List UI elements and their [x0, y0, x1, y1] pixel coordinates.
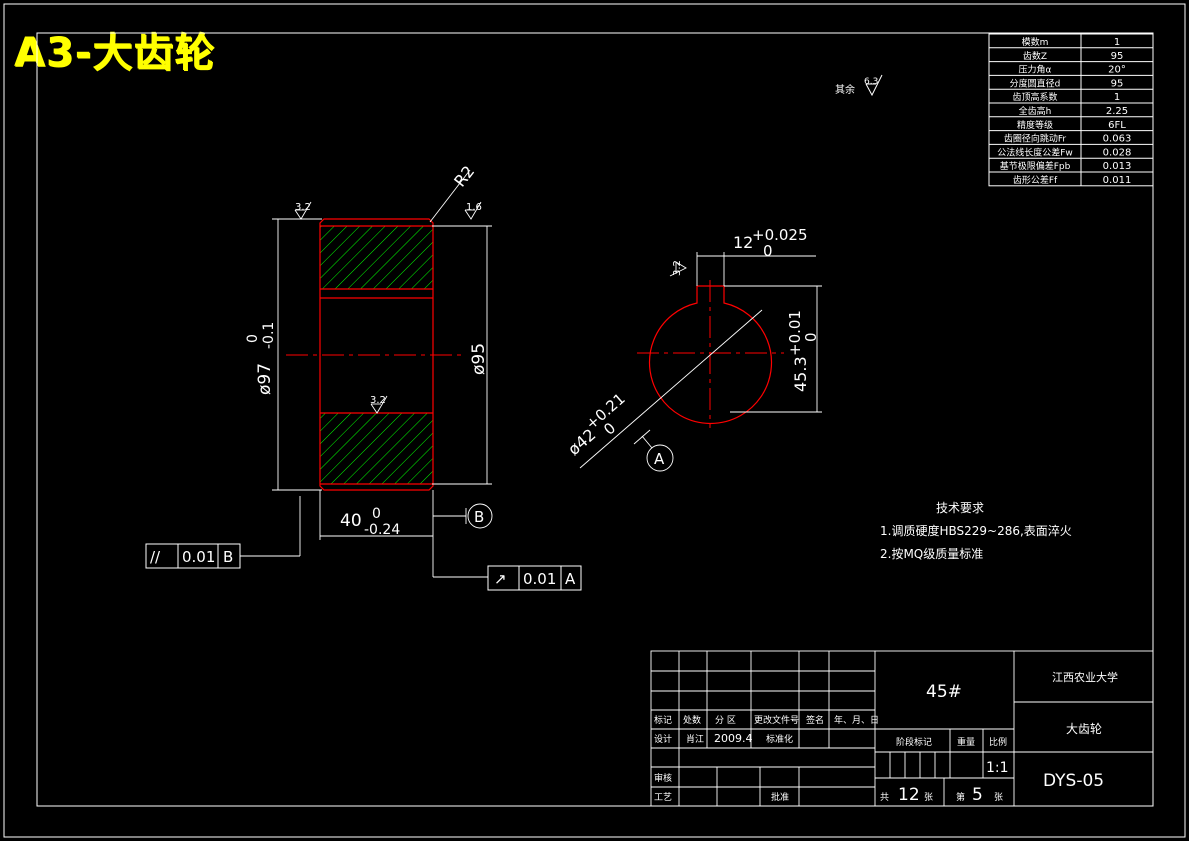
dim-width-tol-lower: -0.24	[364, 522, 400, 538]
param-value: 0.011	[1103, 175, 1132, 186]
svg-text:共: 共	[880, 792, 889, 803]
runout-icon: ↗	[494, 570, 507, 588]
param-label: 精度等级	[1017, 119, 1053, 131]
roughness-other-label: 其余	[835, 83, 855, 96]
roughness-face-left: 3.2	[295, 202, 311, 213]
tb-total-sheets: 12	[898, 785, 920, 805]
param-label: 齿数Z	[1023, 50, 1047, 62]
radius-label: R2	[450, 162, 478, 190]
tb-designer: 肖江	[686, 733, 704, 745]
tb-header: 签名	[806, 714, 824, 726]
svg-text:A: A	[565, 570, 576, 588]
svg-text:ø95: ø95	[469, 343, 489, 375]
svg-text:0: 0	[245, 334, 261, 343]
tb-drawing-no: DYS-05	[1043, 771, 1104, 791]
svg-text:ø97: ø97	[255, 363, 275, 395]
dim-outer-diameter: ø97 0 -0.1	[245, 322, 277, 395]
svg-text:张: 张	[924, 792, 933, 803]
dim-pitch-diameter: ø95	[469, 343, 489, 375]
svg-text:B: B	[223, 548, 233, 566]
param-label: 全齿高h	[1019, 105, 1052, 117]
roughness-other: 其余 6.3	[835, 74, 883, 97]
section-dims	[240, 169, 493, 578]
end-view: 12 +0.025 0 3.2 45.3 +0.01 0 ø42 +0.21 0…	[564, 226, 822, 472]
tb-header: 处数	[683, 714, 701, 726]
datum-a: A	[654, 450, 665, 468]
tb-process-label: 工艺	[654, 792, 672, 803]
param-label: 分度圆直径d	[1010, 77, 1061, 89]
tb-sheet-no: 5	[972, 785, 983, 805]
param-label: 齿形公差Ff	[1013, 174, 1058, 186]
svg-text:第: 第	[956, 791, 965, 803]
param-value: 0.013	[1103, 161, 1132, 172]
tb-header: 标记	[654, 714, 672, 726]
svg-text:张: 张	[994, 792, 1003, 803]
tb-part-name: 大齿轮	[1066, 722, 1102, 736]
param-label: 模数m	[1022, 36, 1049, 48]
tb-school: 江西农业大学	[1052, 670, 1118, 684]
param-value: 95	[1111, 51, 1124, 62]
roughness-other-value: 6.3	[864, 77, 878, 87]
inner-frame	[36, 32, 1154, 807]
dim-keyway-tol-lower: 0	[763, 242, 773, 260]
tb-header: 分 区	[715, 715, 736, 726]
roughness-face-right: 1.6	[466, 202, 482, 213]
param-value: 6FL	[1108, 120, 1126, 131]
technical-requirements: 技术要求 1.调质硬度HBS229~286,表面淬火 2.按MQ级质量标准	[880, 501, 1072, 561]
dim-depth: 45.3 +0.01 0	[786, 310, 820, 392]
dim-width: 40	[340, 511, 362, 531]
tb-stage-label: 阶段标记	[896, 736, 932, 748]
param-value: 0.028	[1103, 147, 1132, 158]
param-label: 公法线长度公差Fw	[997, 146, 1073, 158]
section-view: 3.2 1.6 3.2 R2 ø97 0 -0.1 ø95 40 0 -0.24…	[240, 162, 493, 578]
param-label: 基节极限偏差Fpb	[1000, 160, 1071, 172]
roughness-bore: 3.2	[370, 395, 386, 406]
tb-review-label: 审核	[654, 772, 672, 784]
tech-req-item: 1.调质硬度HBS229~286,表面淬火	[880, 523, 1072, 538]
param-value: 95	[1111, 78, 1124, 89]
param-label: 压力角α	[1019, 64, 1052, 76]
tech-req-item: 2.按MQ级质量标准	[880, 547, 983, 561]
tb-std-label: 标准化	[766, 733, 793, 745]
tb-date: 2009.4	[714, 732, 753, 745]
svg-text:45.3: 45.3	[791, 356, 810, 392]
tb-header: 更改文件号	[754, 714, 799, 726]
param-label: 齿圈径向跳动Fr	[1004, 133, 1067, 145]
param-value: 2.25	[1106, 106, 1128, 117]
gear-parameter-table: 模数m 1 齿数Z 95 压力角α 20° 分度圆直径d 95 齿顶高系数 1 全齿高h 2.25 精度…	[988, 33, 1154, 187]
parallelism-icon: //	[150, 548, 161, 566]
tolerance-frame-parallelism: // 0.01 B	[145, 543, 241, 569]
param-value: 20°	[1108, 65, 1126, 76]
svg-text:0: 0	[802, 332, 820, 342]
svg-text:0.01: 0.01	[182, 548, 215, 566]
banner-title: A3-大齿轮	[14, 30, 216, 76]
param-label: 齿顶高系数	[1012, 91, 1057, 103]
tb-weight-label: 重量	[957, 736, 975, 748]
param-value: 1	[1114, 92, 1120, 103]
tolerance-frame-runout: ↗ 0.01 A	[487, 565, 582, 591]
outer-frame	[3, 3, 1186, 838]
title-block: 标记 处数 分 区 更改文件号 签名 年、月、日 设计 肖江 2009.4 标准…	[650, 650, 1154, 807]
param-value: 0.063	[1103, 134, 1132, 145]
svg-text:-0.1: -0.1	[261, 322, 277, 349]
svg-text:0.01: 0.01	[523, 570, 556, 588]
hatch-top	[320, 226, 433, 289]
tech-req-title: 技术要求	[936, 501, 984, 515]
hatch-bottom	[320, 413, 433, 484]
datum-b: B	[474, 508, 484, 526]
tb-scale-label: 比例	[989, 736, 1007, 748]
tb-material: 45#	[926, 682, 962, 702]
tb-approve-label: 批准	[771, 791, 789, 803]
dim-keyway-tol-upper: +0.025	[752, 226, 808, 244]
bore-keyway-outline	[648, 285, 773, 425]
param-value: 1	[1114, 37, 1120, 48]
roughness-keyway: 3.2	[672, 260, 683, 276]
tb-header: 年、月、日	[834, 714, 879, 726]
tb-scale: 1:1	[986, 760, 1009, 776]
dim-width-tol-upper: 0	[372, 506, 381, 522]
tb-design-label: 设计	[654, 733, 672, 745]
svg-text:+0.01: +0.01	[786, 310, 804, 356]
dim-keyway: 12	[733, 233, 753, 252]
